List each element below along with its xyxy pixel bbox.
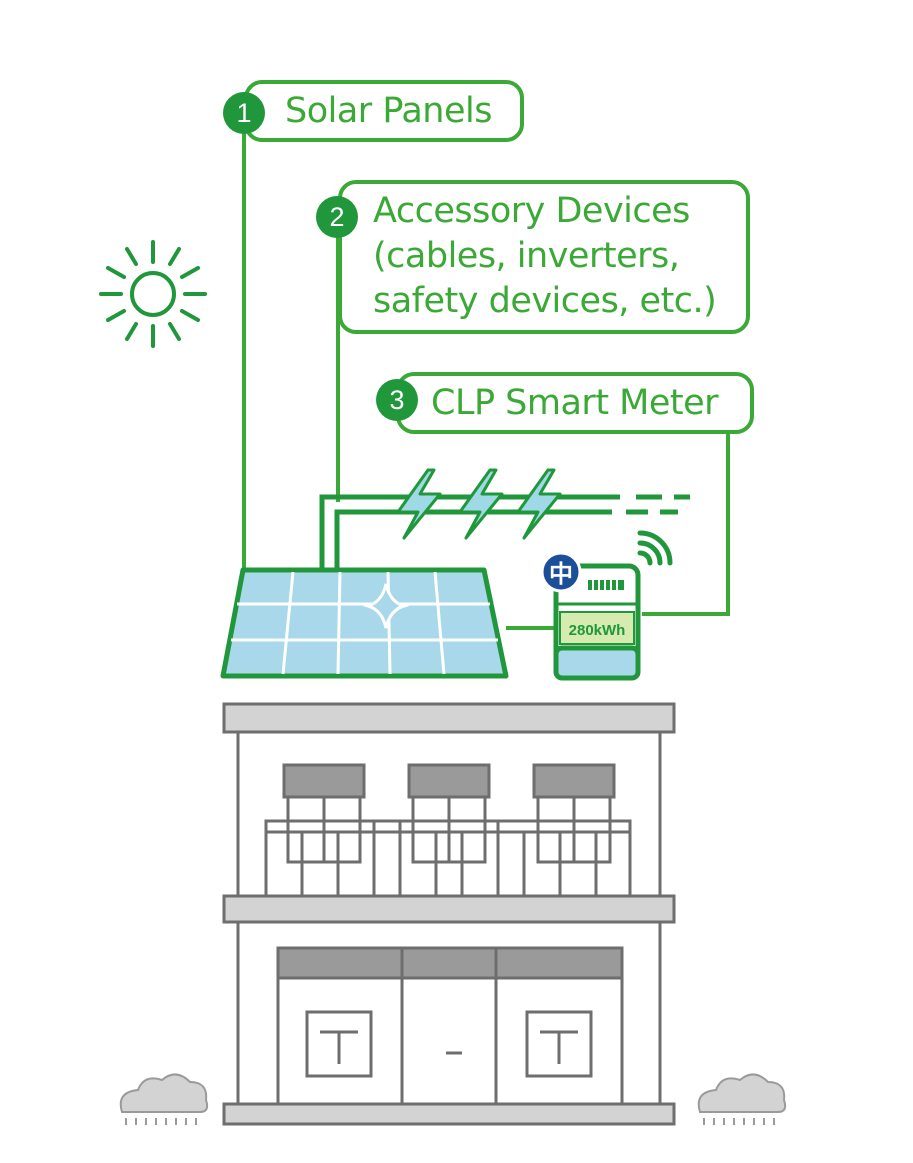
floor-slab xyxy=(222,894,676,924)
sun-icon xyxy=(99,240,207,348)
building xyxy=(222,702,676,1126)
wifi-signal-icon xyxy=(637,530,673,566)
roof-slab xyxy=(222,702,676,734)
callout-solar-panels xyxy=(244,80,524,142)
ground-slab xyxy=(222,1102,676,1126)
meter-screen xyxy=(559,611,635,645)
callout-label-accessory-line2: (cables, inverters, xyxy=(373,236,680,276)
upper-windows xyxy=(282,763,616,864)
sparkle-icon xyxy=(362,583,410,629)
grass-marks xyxy=(125,1118,775,1125)
shopfront xyxy=(276,946,624,1106)
connector-smart-meter xyxy=(642,432,730,616)
cable-upper xyxy=(319,494,620,572)
callout-smart-meter xyxy=(396,372,754,434)
callout-label-solar-panels: Solar Panels xyxy=(285,91,492,131)
meter-reading: 280kWh xyxy=(569,622,626,639)
callout-label-accessory-line3: safety devices, etc.) xyxy=(373,281,717,321)
cables xyxy=(319,494,690,572)
callout-label-accessory-line1: Accessory Devices xyxy=(373,191,690,231)
callout-label-smart-meter: CLP Smart Meter xyxy=(431,383,719,423)
callout-number-badge: 2 xyxy=(316,196,358,238)
barcode xyxy=(588,580,624,590)
clp-logo-icon xyxy=(540,551,582,593)
lightning-icon xyxy=(396,468,562,540)
solar-panel xyxy=(220,567,509,679)
callout-number-badge: 1 xyxy=(223,92,265,134)
smart-meter: 280kWh 中 xyxy=(540,551,641,681)
callout-number-badge: 3 xyxy=(376,379,418,421)
cloud-icon xyxy=(119,1073,787,1113)
callout-accessory-devices xyxy=(338,180,750,334)
clp-logo-glyph: 中 xyxy=(549,560,573,588)
